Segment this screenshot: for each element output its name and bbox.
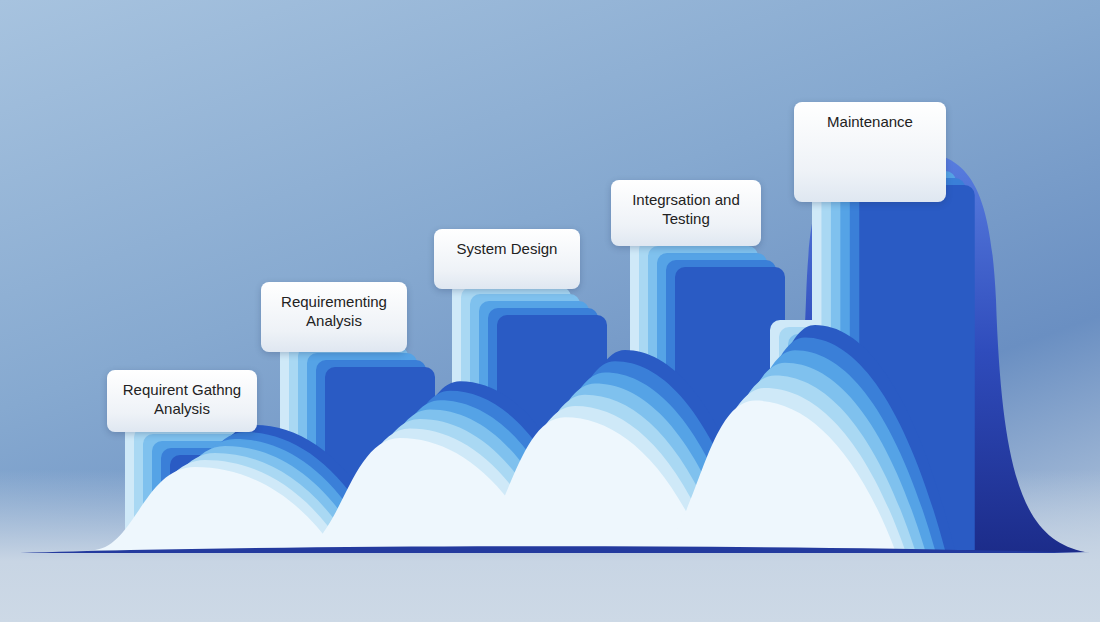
stage-label: Maintenance xyxy=(802,112,938,131)
stage-card: Maintenance xyxy=(794,102,946,202)
stage-label: Requirent Gathng Analysis xyxy=(115,380,249,418)
stage-card: Integrsation and Testing xyxy=(611,180,761,246)
stage-card: System Design xyxy=(434,229,580,289)
stage-label: Requirementing Analysis xyxy=(269,292,399,330)
stage-card: Requirent Gathng Analysis xyxy=(107,370,257,432)
stage-label: System Design xyxy=(442,239,572,258)
stage-card: Requirementing Analysis xyxy=(261,282,407,352)
stage-label: Integrsation and Testing xyxy=(619,190,753,228)
